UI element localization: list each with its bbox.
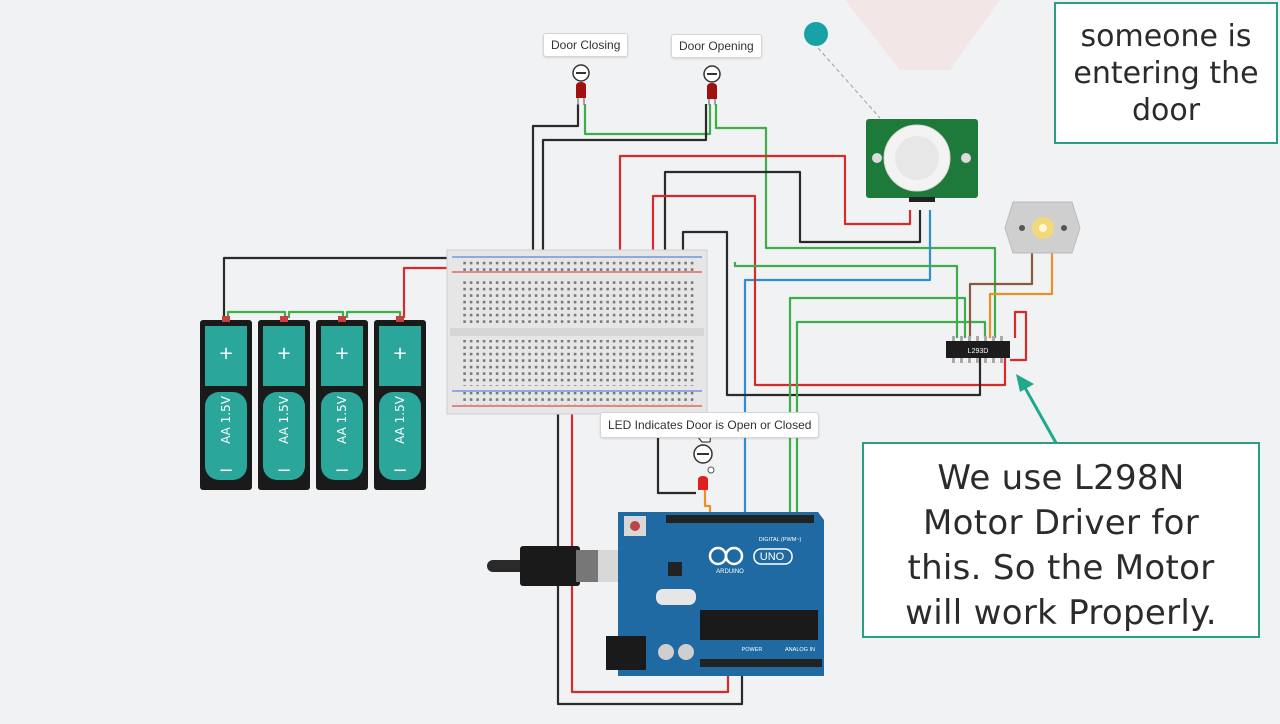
- wire-driver-in1[interactable]: [788, 296, 967, 520]
- battery-3-minus: −: [334, 460, 349, 481]
- wire-pir-signal[interactable]: [743, 210, 932, 520]
- battery-1-plus: +: [218, 343, 233, 364]
- callout-bottom-line-1: We use L298N: [937, 458, 1185, 498]
- arduino-brand-label: ARDUINO: [716, 569, 744, 575]
- motor-driver-chip[interactable]: L293D: [946, 336, 1010, 363]
- callout-top-line-3: door: [1131, 93, 1201, 128]
- dc-motor[interactable]: [1004, 201, 1081, 254]
- callout-entering: someone is entering the door: [1054, 2, 1278, 144]
- wire-driver-vcc[interactable]: [651, 194, 1007, 387]
- label-led-indicator[interactable]: LED Indicates Door is Open or Closed: [600, 412, 820, 438]
- led-door-opening[interactable]: [703, 65, 721, 105]
- wire-battery-link-1[interactable]: [226, 310, 287, 318]
- arduino-power-label: POWER: [742, 647, 763, 653]
- callout-arrow: [1016, 374, 1062, 451]
- battery-2-label: AA 1.5V: [277, 395, 291, 444]
- battery-4-minus: −: [392, 460, 407, 481]
- arduino-digital-label: DIGITAL (PWM~): [759, 537, 802, 543]
- battery-3-label: AA 1.5V: [335, 395, 349, 444]
- arduino-model-label: UNO: [760, 551, 785, 563]
- wire-driver-gnd[interactable]: [681, 230, 982, 397]
- arduino-analog-label: ANALOG IN: [785, 647, 815, 653]
- annotation-pointer-line: [817, 47, 881, 119]
- wire-arduino-gnd[interactable]: [556, 262, 744, 706]
- annotation-marker[interactable]: [804, 22, 828, 46]
- wire-led-opening-gnd[interactable]: [541, 104, 708, 262]
- sensor-detection-zone: [845, 0, 1000, 70]
- battery-2-minus: −: [276, 460, 291, 481]
- battery-3-plus: +: [334, 343, 349, 364]
- wire-motor-a[interactable]: [968, 252, 1034, 338]
- callout-bottom-line-3: this. So the Motor: [907, 548, 1215, 588]
- wire-arduino-5v[interactable]: [570, 268, 730, 694]
- battery-2-plus: +: [276, 343, 291, 364]
- callout-motor-driver: We use L298N Motor Driver for this. So t…: [862, 442, 1260, 638]
- battery-1[interactable]: [200, 316, 252, 490]
- battery-4-label: AA 1.5V: [393, 395, 407, 444]
- led-door-closing[interactable]: [572, 64, 590, 105]
- battery-pack[interactable]: + + + + − − − − AA 1.5V AA 1.5V AA 1.5V …: [200, 316, 426, 490]
- arduino-uno[interactable]: UNO ARDUINO DIGITAL (PWM~) POWER ANALOG …: [606, 512, 824, 676]
- wire-battery-link-2[interactable]: [287, 310, 345, 318]
- driver-chip-label: L293D: [968, 348, 989, 355]
- callout-bottom-line-2: Motor Driver for: [922, 503, 1200, 543]
- label-door-opening[interactable]: Door Opening: [671, 34, 762, 58]
- battery-3[interactable]: [316, 316, 368, 490]
- wire-battery-negative[interactable]: [222, 256, 462, 318]
- wire-led-opening-signal[interactable]: [714, 104, 997, 338]
- wire-driver-enable[interactable]: [733, 262, 959, 338]
- wire-led-closing-gnd[interactable]: [531, 104, 580, 262]
- pir-motion-sensor[interactable]: [866, 119, 978, 202]
- battery-1-minus: −: [218, 460, 233, 481]
- wire-led-closing-signal[interactable]: [583, 104, 712, 136]
- wire-motor-b[interactable]: [988, 252, 1054, 338]
- callout-bottom-line-4: will work Properly.: [905, 593, 1217, 633]
- led-indicator[interactable]: [693, 444, 715, 490]
- usb-cable: [487, 546, 622, 586]
- battery-4-plus: +: [392, 343, 407, 364]
- battery-1-label: AA 1.5V: [219, 395, 233, 444]
- wire-pir-gnd[interactable]: [663, 170, 922, 262]
- wire-driver-loop[interactable]: [1010, 310, 1028, 362]
- wire-pir-vcc[interactable]: [618, 154, 912, 268]
- wire-battery-link-3[interactable]: [345, 310, 402, 318]
- callout-top-line-1: someone is: [1080, 19, 1252, 54]
- label-door-closing[interactable]: Door Closing: [543, 33, 629, 57]
- callout-top-line-2: entering the: [1073, 56, 1259, 91]
- battery-4[interactable]: [374, 316, 426, 490]
- battery-2[interactable]: [258, 316, 310, 490]
- wire-battery-positive[interactable]: [402, 266, 462, 318]
- breadboard[interactable]: [446, 249, 708, 415]
